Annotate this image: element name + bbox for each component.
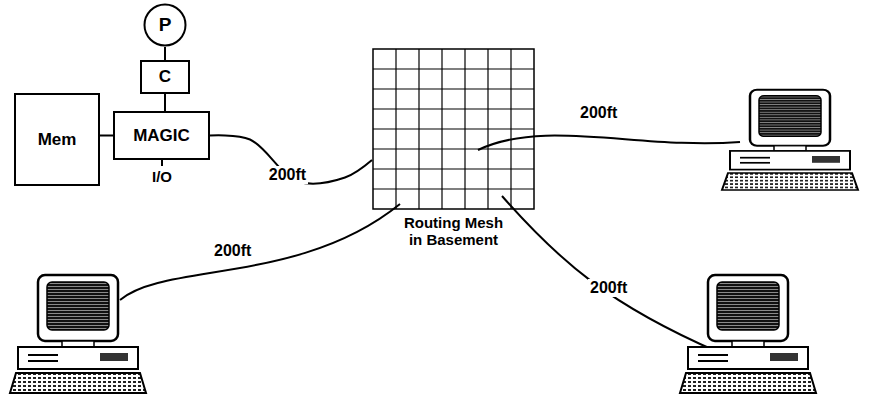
network-cable (502, 196, 718, 352)
node-text: C (159, 67, 171, 87)
mesh-grid (372, 48, 535, 210)
processor-circle: P (143, 3, 187, 47)
magic-controller-box: MAGIC (113, 111, 210, 160)
node-text: P (159, 14, 172, 36)
cable-length: 200ft (212, 242, 253, 260)
io-label: I/O (150, 168, 174, 185)
network-cable (478, 135, 740, 150)
node-text: MAGIC (133, 126, 190, 146)
node-text: Mem (38, 130, 77, 150)
node-text: Routing Mesh in Basement (399, 214, 509, 249)
workstation-icon (10, 275, 146, 393)
cable-length: 200ft (578, 104, 619, 122)
connector (100, 135, 113, 137)
memory-box: Mem (14, 93, 100, 186)
cable-length: 200ft (267, 166, 308, 184)
io-wire (161, 160, 163, 166)
workstation-icon (722, 90, 858, 190)
network-cable (120, 204, 400, 300)
cable-length: 200ft (588, 279, 629, 297)
workstation-icon (680, 275, 816, 393)
cache-box: C (140, 60, 190, 94)
connector (164, 47, 166, 60)
connector (164, 94, 166, 111)
routing-mesh: Routing Mesh in Basement (372, 48, 535, 249)
connector (210, 135, 372, 183)
